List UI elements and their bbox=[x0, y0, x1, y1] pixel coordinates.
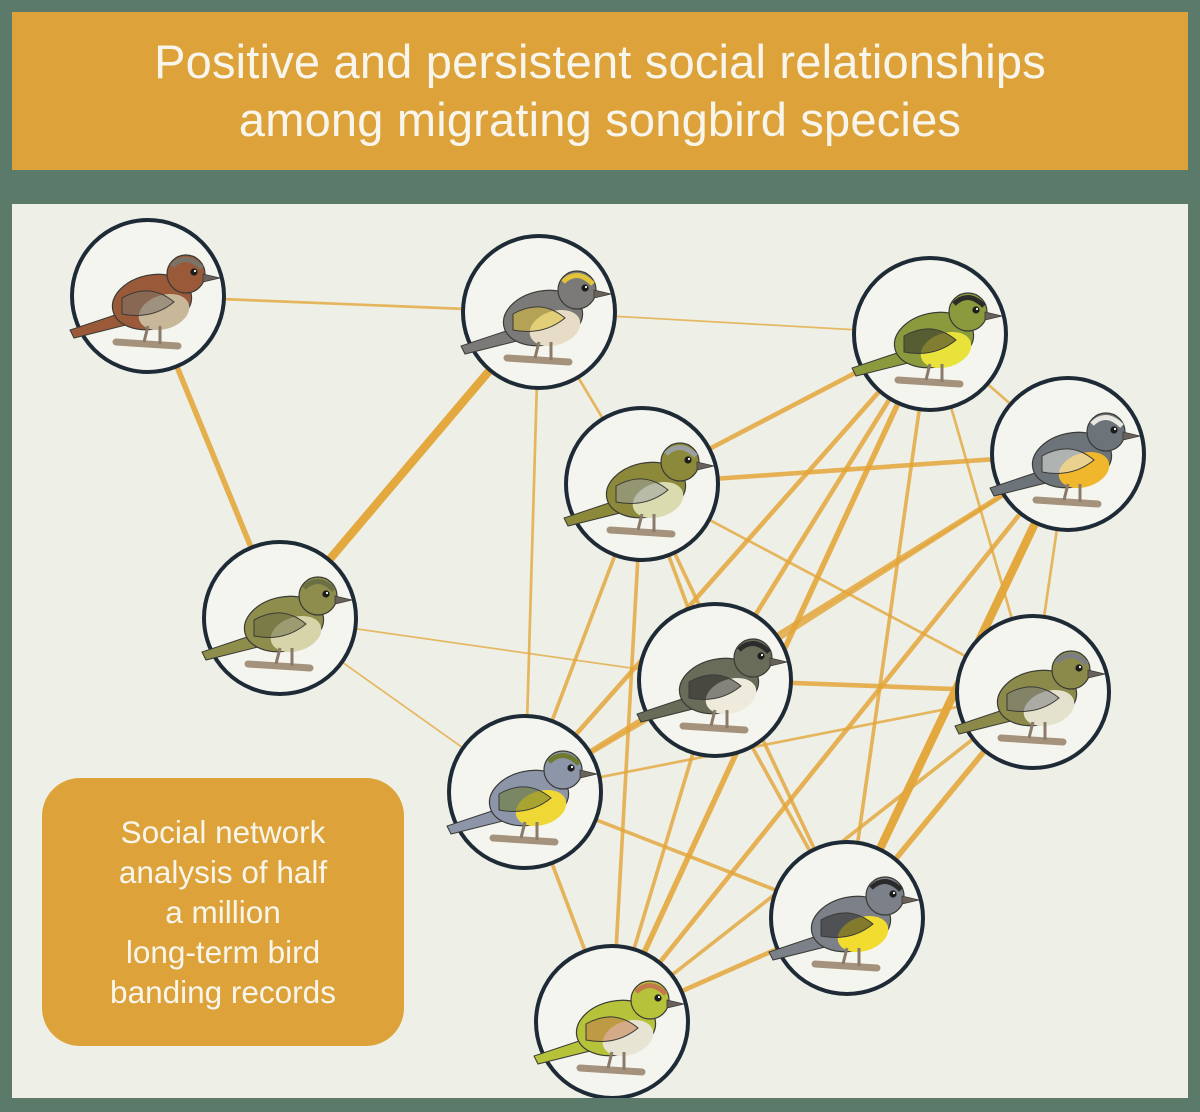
node-nashville-warbler bbox=[446, 714, 603, 870]
edge-black-throated-green-warbler-nashville-warbler bbox=[522, 331, 933, 795]
nodes-layer bbox=[69, 218, 1146, 1098]
edge-yellow-rumped-warbler-nashville-warbler bbox=[523, 310, 541, 794]
warbler-icon bbox=[851, 292, 1003, 388]
warbler-icon bbox=[446, 750, 598, 846]
title-line-2: among migrating songbird species bbox=[238, 93, 962, 146]
info-line-2: analysis of half bbox=[118, 854, 328, 890]
network-panel: Social network analysis of half a millio… bbox=[12, 204, 1188, 1098]
title-banner: Positive and persistent social relations… bbox=[12, 12, 1188, 170]
node-white-throated-sparrow bbox=[69, 218, 226, 374]
title-line-1: Positive and persistent social relations… bbox=[154, 35, 1046, 88]
node-yellow-rumped-warbler bbox=[460, 234, 617, 390]
node-red-eyed-vireo bbox=[954, 614, 1111, 770]
info-line-4: long-term bird bbox=[125, 934, 321, 970]
edge-american-redstart-chestnut-sided-warbler bbox=[609, 451, 1071, 1025]
node-magnolia-warbler bbox=[768, 840, 925, 996]
info-line-5: banding records bbox=[110, 974, 336, 1010]
edge-tennessee-warbler-chestnut-sided-warbler bbox=[610, 482, 644, 1024]
warbler-icon bbox=[636, 638, 788, 734]
edge-black-throated-green-warbler-magnolia-warbler bbox=[845, 332, 932, 920]
node-chestnut-sided-warbler bbox=[533, 944, 690, 1098]
warbler-icon bbox=[533, 980, 685, 1076]
node-tennessee-warbler bbox=[563, 406, 720, 562]
info-text: Social network analysis of half a millio… bbox=[73, 812, 373, 1012]
redstart-icon bbox=[989, 412, 1141, 508]
node-american-redstart bbox=[989, 376, 1146, 532]
node-ruby-crowned-kinglet bbox=[201, 540, 358, 696]
info-box: Social network analysis of half a millio… bbox=[42, 778, 404, 1046]
warbler-icon bbox=[768, 876, 920, 972]
node-blackpoll-warbler bbox=[636, 602, 793, 758]
edge-american-redstart-nashville-warbler bbox=[522, 451, 1071, 795]
vireo-icon bbox=[954, 650, 1106, 746]
kinglet-icon bbox=[201, 576, 353, 672]
warbler-icon bbox=[563, 442, 715, 538]
info-line-1: Social network bbox=[120, 814, 326, 850]
social-network-diagram bbox=[69, 218, 1146, 1098]
edge-red-eyed-vireo-nashville-warbler bbox=[523, 690, 1035, 794]
info-line-3: a million bbox=[165, 894, 281, 930]
node-black-throated-green-warbler bbox=[851, 256, 1008, 412]
sparrow-icon bbox=[69, 254, 221, 350]
warbler-icon bbox=[460, 270, 612, 366]
